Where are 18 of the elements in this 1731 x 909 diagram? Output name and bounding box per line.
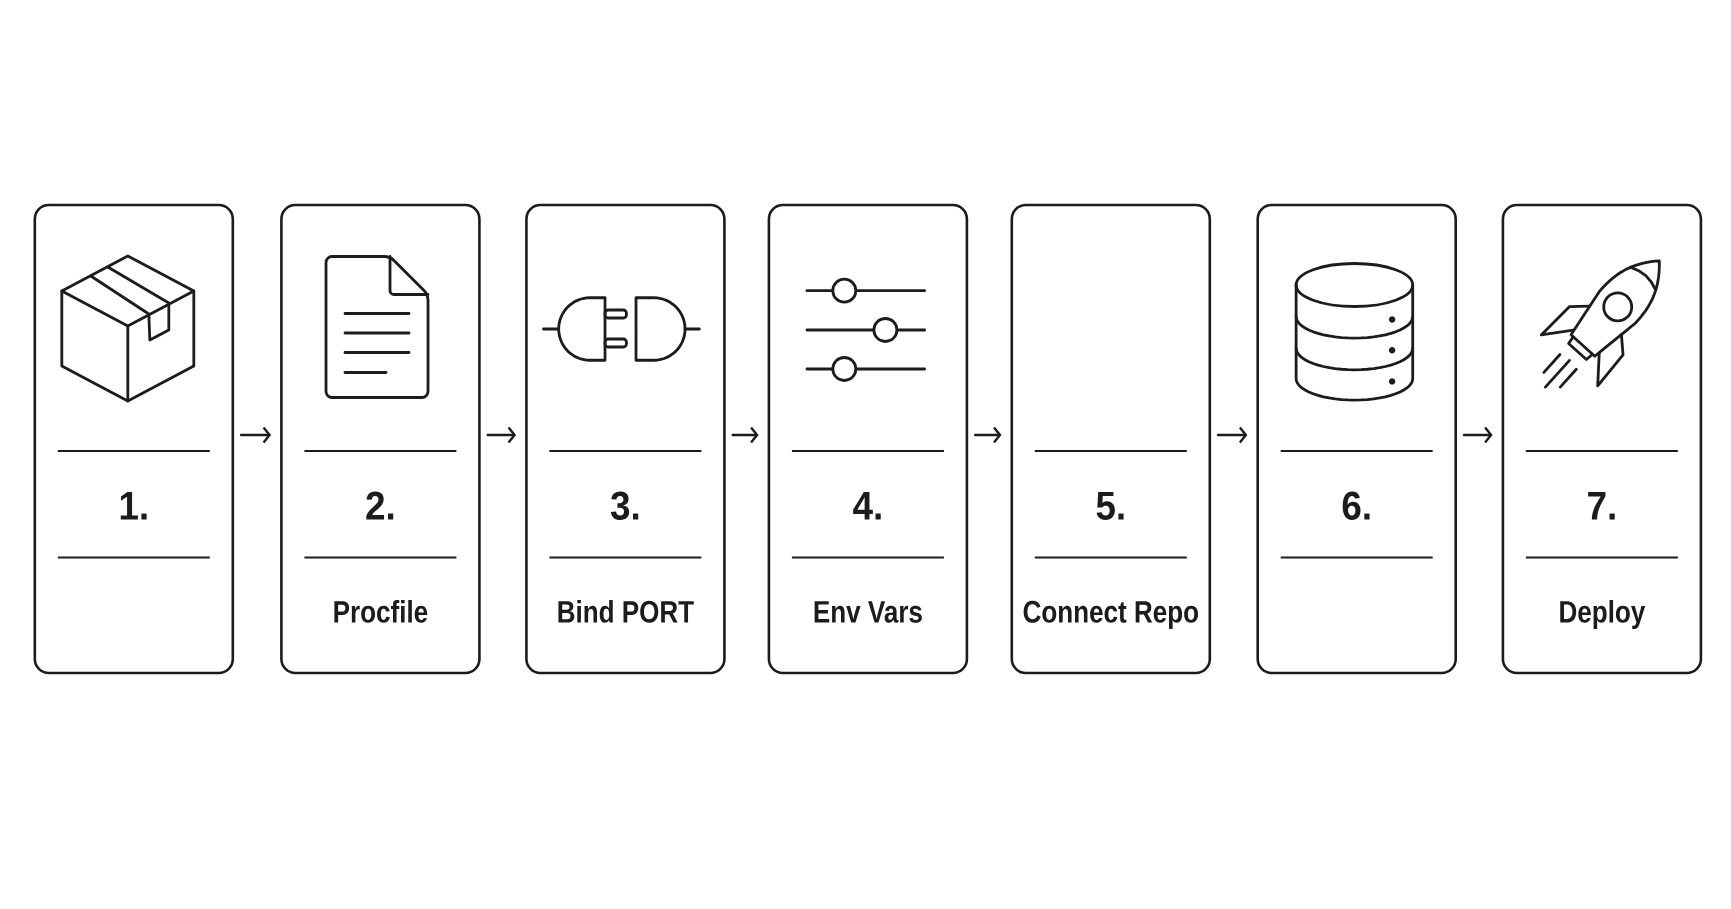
- arrow: [486, 426, 517, 444]
- step-label: Connect Repo: [1023, 600, 1198, 629]
- step-number: 2.: [366, 491, 394, 520]
- step-label: Env Vars: [814, 601, 922, 623]
- arrow: [731, 426, 759, 444]
- arrow: [1462, 426, 1493, 444]
- step-number: 7.: [1588, 492, 1615, 520]
- step-number: 1.: [120, 492, 147, 520]
- step-number: 4.: [853, 492, 881, 520]
- step-label: Procfile: [334, 600, 428, 623]
- arrow: [1216, 426, 1248, 444]
- step-number: 3.: [610, 491, 639, 520]
- arrow: [239, 426, 272, 444]
- step-number: 6.: [1342, 491, 1370, 520]
- step-label: Deploy: [1560, 600, 1646, 629]
- step-label: Bind PORT: [558, 600, 694, 623]
- arrow: [974, 426, 1002, 444]
- step-number: 5.: [1096, 492, 1124, 520]
